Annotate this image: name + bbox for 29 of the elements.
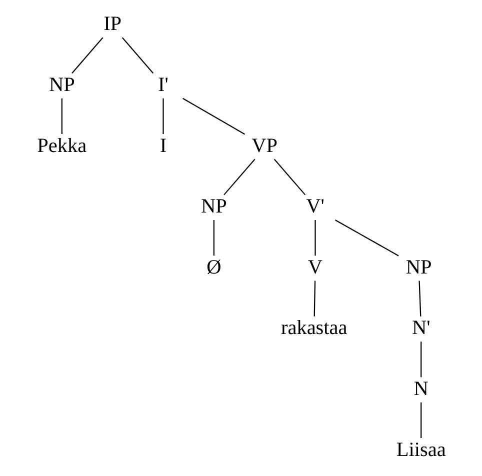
connector [313,280,316,316]
connector [420,342,422,378]
node-text: N [413,378,428,400]
node-text: Liisaa [396,438,446,461]
connector [314,220,316,256]
node-text: IP [103,13,122,36]
connector [420,402,422,438]
connector [71,37,103,74]
connector [162,98,164,134]
node-text: NP [405,256,432,278]
node-text: VP [251,134,278,157]
node-text: I' [158,74,168,96]
node-text: NP [200,196,226,218]
node-text: I [159,134,166,157]
node-text: rakastaa [280,317,347,340]
connector [273,158,306,196]
connector [121,37,154,74]
node-text: N' [411,317,430,340]
connector [182,98,245,135]
connector [212,220,214,256]
node-text: Ø [206,256,221,278]
node-text: Pekka [36,134,86,157]
connector [60,98,62,134]
connector [418,280,421,316]
node-text: V [307,256,322,278]
connector [334,220,398,256]
node-text: NP [48,74,74,96]
node-text: V' [306,196,324,218]
connector [223,158,255,196]
